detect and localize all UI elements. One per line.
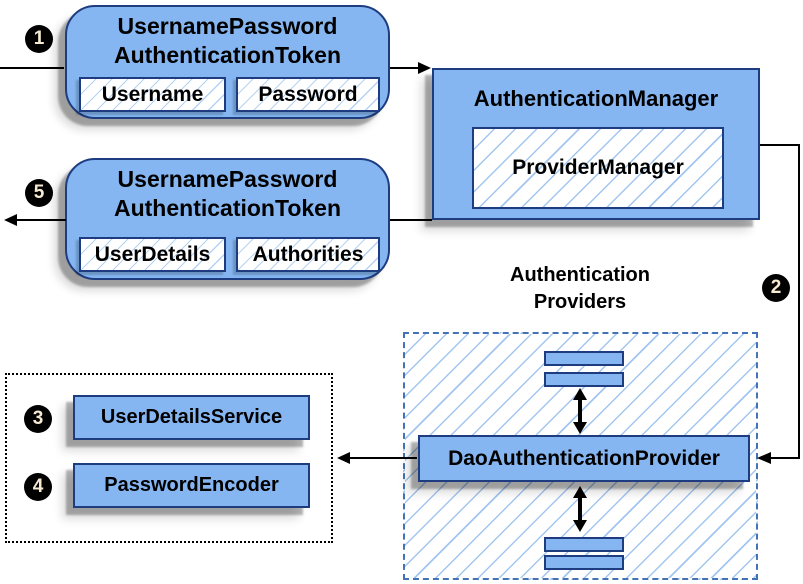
arrowhead-outgoing-icon [4, 214, 17, 226]
password-field-box: Password [236, 77, 380, 112]
step-3-badge: 3 [24, 405, 52, 433]
token-request-title-line1: UsernamePassword [117, 13, 338, 39]
arrowhead-into-services-icon [337, 452, 350, 464]
provider-stack-bar-top-2 [544, 372, 624, 387]
authentication-manager-title: AuthenticationManager [473, 86, 719, 111]
token-response-title: UsernamePassword AuthenticationToken [67, 160, 388, 223]
provider-stack-bar-bottom-1 [544, 537, 624, 552]
token-response-title-line2: AuthenticationToken [113, 195, 341, 221]
provider-manager-node: ProviderManager [472, 127, 724, 209]
token-response-title-line1: UsernamePassword [117, 166, 338, 192]
step-2-badge: 2 [762, 274, 790, 302]
user-details-service-node: UserDetailsService [73, 395, 310, 440]
arrowhead-into-dao-icon [757, 452, 771, 464]
password-encoder-node: PasswordEncoder [73, 463, 310, 508]
provider-stack-bar-top-1 [544, 351, 624, 366]
token-request-title: UsernamePassword AuthenticationToken [67, 7, 388, 70]
services-group-box [5, 373, 333, 543]
provider-stack-bar-bottom-2 [544, 555, 624, 570]
authentication-providers-label-line2: Providers [533, 291, 627, 313]
username-password-token-response-node: UsernamePassword AuthenticationToken Use… [65, 158, 390, 280]
username-password-token-request-node: UsernamePassword AuthenticationToken Use… [65, 5, 390, 119]
authentication-providers-label: Authentication Providers [440, 262, 720, 316]
step-4-badge: 4 [24, 473, 52, 501]
user-details-field-box: UserDetails [79, 237, 226, 272]
dao-authentication-provider-node: DaoAuthenticationProvider [418, 435, 750, 482]
step-1-badge: 1 [25, 25, 53, 53]
authorities-field-box: Authorities [236, 237, 380, 272]
username-field-box: Username [79, 77, 226, 112]
authentication-providers-label-line1: Authentication [510, 264, 650, 286]
arrowhead-into-manager-icon [418, 62, 431, 74]
step-5-badge: 5 [25, 179, 53, 207]
token-request-title-line2: AuthenticationToken [113, 42, 341, 68]
authentication-manager-node: AuthenticationManager ProviderManager [432, 68, 760, 220]
